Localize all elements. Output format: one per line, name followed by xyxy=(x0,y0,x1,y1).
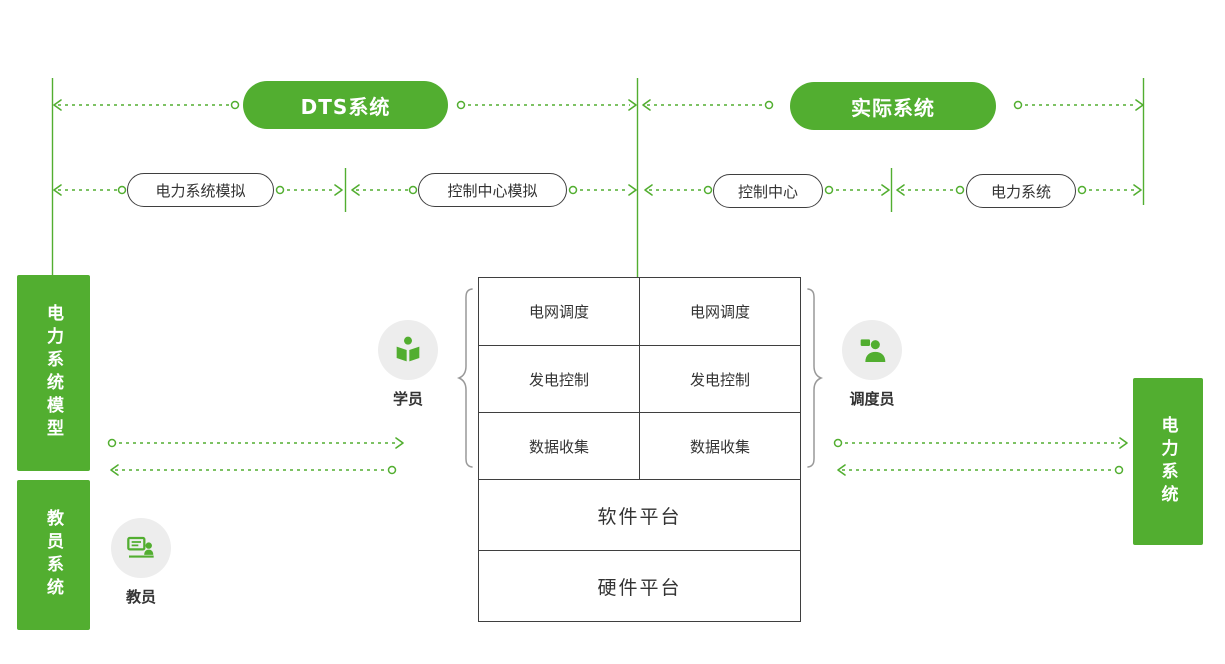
instructor-actor: 教员 xyxy=(111,518,171,607)
power-system-model-bar: 电力系统模型 xyxy=(17,275,90,471)
instructor-at-computer-icon xyxy=(127,536,154,558)
real-grid-dispatch-cell: 电网调度 xyxy=(639,278,800,345)
dts-generation-control-cell: 发电控制 xyxy=(528,370,589,389)
real-generation-control-cell: 发电控制 xyxy=(639,346,800,412)
platform-table: 电网调度 电网调度 发电控制 发电控制 数据收集 数据收集 软件平台 硬件平台 xyxy=(478,277,801,622)
row2-seg1-left-connector xyxy=(53,184,127,196)
table-to-model-arrow xyxy=(110,464,397,476)
student-icon-bubble xyxy=(378,320,438,380)
student-actor: 学员 xyxy=(378,320,438,409)
student-label: 学员 xyxy=(392,390,423,408)
student-brace xyxy=(456,288,473,468)
hardware-platform-row: 硬件平台 xyxy=(479,550,800,621)
control-center-sim-pill: 控制中心模拟 xyxy=(418,173,567,207)
row2-seg4-right-connector xyxy=(1077,184,1142,196)
power-system-sim-pill: 电力系统模拟 xyxy=(127,173,274,207)
table-to-power-arrow xyxy=(833,437,1128,449)
instructor-label: 教员 xyxy=(125,588,156,606)
dts-system-pill: DTS系统 xyxy=(243,81,448,129)
power-system-pill: 电力系统 xyxy=(966,174,1076,208)
top-connector-dts-to-center xyxy=(456,99,637,111)
dispatcher-label: 调度员 xyxy=(849,390,895,408)
dts-grid-dispatch-cell: 电网调度 xyxy=(528,303,589,321)
control-center-pill: 控制中心 xyxy=(713,174,823,208)
real-data-collection-cell: 数据收集 xyxy=(639,413,800,479)
top-connector-right xyxy=(1013,99,1144,111)
software-platform-row: 软件平台 xyxy=(479,479,800,550)
row2-seg4-left-connector xyxy=(896,184,965,196)
dispatcher-brace xyxy=(807,288,824,468)
top-connector-center-to-actual xyxy=(642,99,774,111)
row2-seg3-right-connector xyxy=(824,184,890,196)
instructor-icon-bubble xyxy=(111,518,171,578)
dts-data-collection-cell: 数据收集 xyxy=(528,437,589,456)
student-reading-icon xyxy=(396,336,420,362)
row2-seg2-left-connector xyxy=(351,184,418,196)
model-to-table-arrow xyxy=(107,437,404,449)
power-system-bar: 电力系统 xyxy=(1133,378,1203,545)
table-row: 数据收集 数据收集 xyxy=(479,412,800,479)
top-connector-left xyxy=(53,99,240,111)
row2-seg2-right-connector xyxy=(568,184,637,196)
dispatcher-icon-bubble xyxy=(842,320,902,380)
row2-seg1-right-connector xyxy=(275,184,343,196)
dispatcher-actor: 调度员 xyxy=(842,320,902,409)
actual-system-pill: 实际系统 xyxy=(790,82,996,130)
dispatcher-person-icon xyxy=(860,339,886,362)
instructor-system-bar: 教员系统 xyxy=(17,480,90,630)
row2-seg3-left-connector xyxy=(644,184,713,196)
table-row: 电网调度 电网调度 xyxy=(479,278,800,345)
table-row: 发电控制 发电控制 xyxy=(479,345,800,412)
power-to-table-arrow xyxy=(837,464,1124,476)
